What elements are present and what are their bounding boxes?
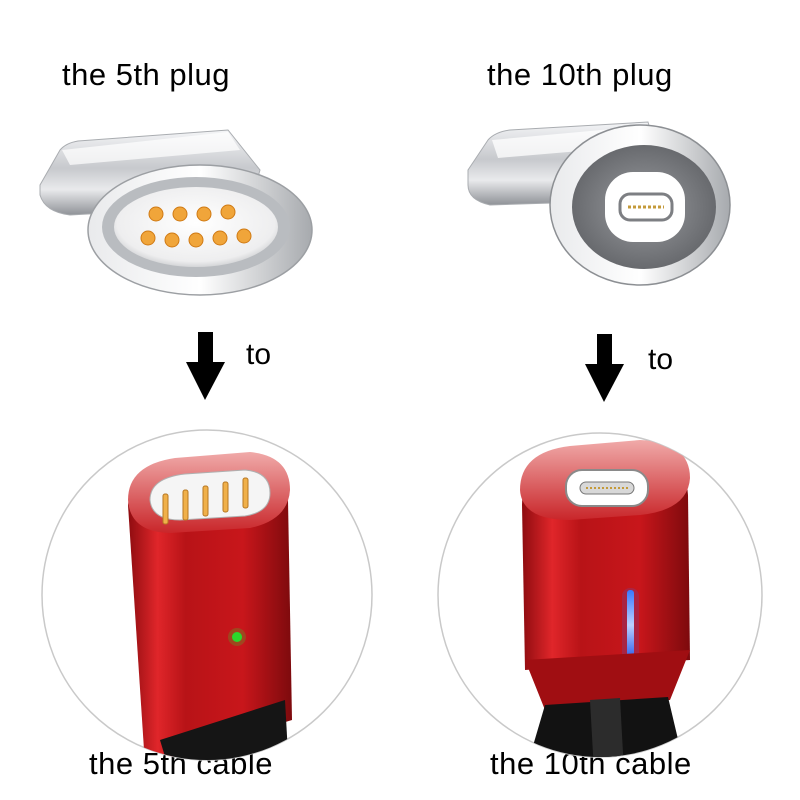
five-pin-cable-image <box>128 452 292 760</box>
ten-pin-plug-image <box>467 121 731 286</box>
gold-pins <box>140 204 252 248</box>
right-plug-caption: the 10th plug <box>487 57 673 92</box>
right-to-label: to <box>648 343 674 376</box>
left-to-label: to <box>246 338 272 371</box>
five-pin-plug-image <box>39 129 313 296</box>
left-down-arrow-icon <box>186 332 225 400</box>
blue-led-icon <box>627 590 634 660</box>
left-plug-caption: the 5th plug <box>62 57 231 92</box>
right-down-arrow-icon <box>585 334 624 402</box>
ten-pin-cable-image <box>520 440 690 757</box>
green-led-icon <box>232 632 242 642</box>
